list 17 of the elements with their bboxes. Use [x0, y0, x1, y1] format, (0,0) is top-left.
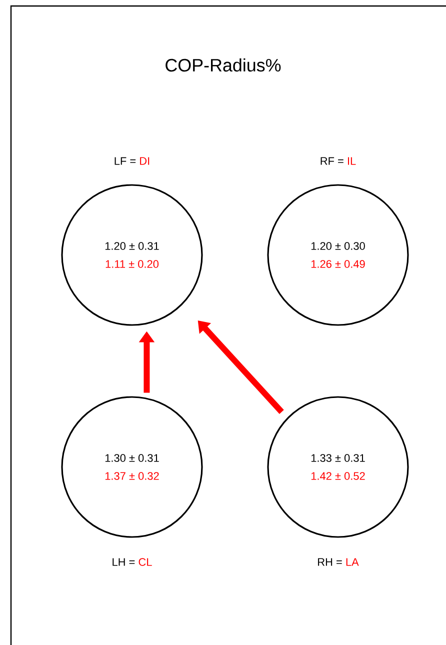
value-text: 1.30 ± 0.31 [105, 454, 159, 462]
circle [61, 396, 203, 538]
value-text: 1.20 ± 0.31 [105, 242, 159, 250]
value-text: 1.26 ± 0.49 [311, 260, 365, 268]
value-text: 1.37 ± 0.32 [105, 472, 159, 480]
value-text: 1.33 ± 0.31 [311, 454, 365, 462]
limb-label: LH = CL [112, 558, 152, 566]
circle [61, 184, 203, 326]
circle [267, 396, 409, 538]
value-text: 1.42 ± 0.52 [311, 472, 365, 480]
circle [267, 184, 409, 326]
value-text: 1.11 ± 0.20 [106, 260, 159, 268]
value-text: 1.20 ± 0.30 [311, 242, 365, 250]
limb-label: LF = DI [114, 157, 150, 165]
limb-label: RF = IL [320, 157, 356, 165]
limb-label: RH = LA [318, 558, 359, 566]
title: COP-Radius% [166, 58, 281, 72]
